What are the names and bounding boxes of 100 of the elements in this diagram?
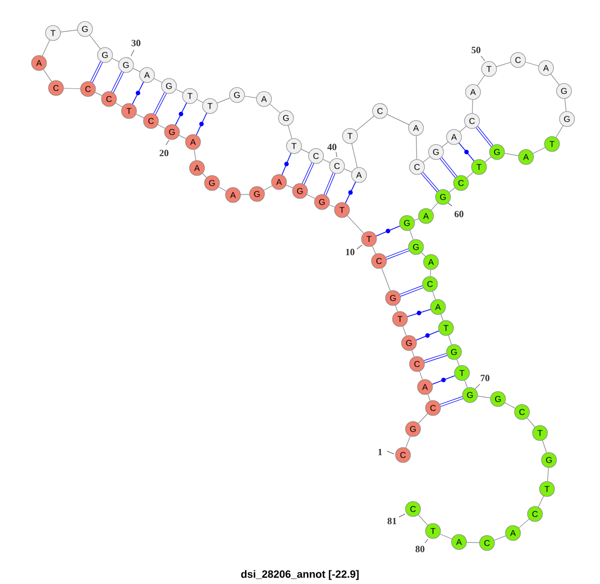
backbone-line [158, 124, 166, 129]
nucleotide: G [77, 21, 93, 37]
backbone-line [504, 153, 519, 156]
nucleotide: G [399, 215, 415, 231]
position-number: 81 [388, 514, 406, 524]
nucleotide: T [286, 138, 302, 154]
nucleotide: A [451, 534, 467, 550]
nucleotide: C [405, 501, 421, 517]
base-pair-line [175, 102, 187, 126]
backbone-line [63, 88, 81, 90]
base-pair-line [302, 162, 314, 185]
nucleotide: G [428, 144, 444, 160]
backbone-line [542, 440, 547, 453]
backbone-line [477, 396, 491, 398]
base-pair-line [440, 157, 458, 178]
nucleotide: G [164, 124, 180, 140]
nucleotide: A [271, 174, 287, 190]
backbone-line [427, 394, 431, 402]
nucleotide: A [505, 525, 521, 541]
backbone-line [176, 89, 184, 93]
nucleotide: G [541, 452, 557, 468]
nucleotide: A [465, 84, 481, 100]
backbone-line [448, 335, 452, 345]
base-pair-line [458, 142, 474, 162]
nucleotide: A [538, 60, 554, 76]
backbone-line [442, 142, 448, 148]
nucleotide: G [405, 421, 421, 437]
base-pair-line [196, 112, 208, 136]
position-number: 30 [130, 40, 140, 56]
backbone-line [416, 135, 418, 160]
backbone-line [538, 496, 544, 508]
backbone-line [432, 291, 436, 300]
nucleotide: T [121, 103, 137, 119]
backbone-line [244, 96, 257, 98]
nucleotide: G [292, 183, 308, 199]
nucleotide: C [308, 148, 324, 164]
nucleotide: C [101, 91, 117, 107]
backbone-line [42, 40, 50, 56]
nucleotide: G [229, 87, 245, 103]
caption: dsi_28206_annot [-22.9] [241, 570, 359, 580]
backbone-line [300, 148, 310, 154]
nucleotide: A [408, 120, 424, 136]
backbone-line [405, 436, 411, 448]
backbone-line [344, 168, 352, 172]
nucleotide: G [559, 111, 575, 127]
backbone-line [484, 156, 492, 162]
backbone-line [518, 518, 530, 528]
backbone-line [240, 194, 250, 195]
nucleotide: C [510, 52, 526, 68]
backbone-line [419, 371, 423, 380]
backbone-line [550, 74, 560, 86]
nucleotide: C [422, 276, 438, 292]
backbone-line [526, 418, 536, 428]
backbone-line [328, 204, 336, 208]
backbone-line [286, 184, 294, 188]
nucleotide: A [185, 134, 201, 150]
nucleotide: C [464, 113, 480, 129]
nucleotide: A [256, 91, 272, 107]
nucleotide: T [45, 25, 61, 41]
base-pair-line [90, 61, 103, 83]
nucleotide: C [329, 158, 345, 174]
backbone-line [351, 143, 358, 168]
nucleotide: G [556, 83, 572, 99]
backbone-line [496, 62, 511, 67]
nucleotide: G [249, 186, 265, 202]
nucleotide: C [80, 81, 96, 97]
backbone-line [466, 172, 474, 178]
nucleotide: G [401, 335, 417, 351]
backbone-line [504, 402, 516, 409]
nucleotide: A [430, 299, 446, 315]
backbone-line [136, 114, 144, 118]
backbone-line [460, 126, 467, 132]
nucleotide: G [314, 194, 330, 210]
nucleotide: T [539, 481, 555, 497]
backbone-line [395, 305, 398, 312]
nucleotide: G [161, 78, 177, 94]
nucleotide: G [204, 175, 220, 191]
backbone-line [132, 68, 140, 72]
backbone-line [418, 514, 428, 526]
nucleotide: C [48, 80, 64, 96]
backbone-line [409, 230, 414, 240]
nucleotide: T [438, 320, 454, 336]
nucleotide: T [425, 523, 441, 539]
backbone-line [414, 218, 420, 221]
nucleotide: G [408, 239, 424, 255]
nucleotide: G [462, 387, 478, 403]
nucleotide: G [118, 57, 134, 73]
base-pair-line [421, 172, 439, 192]
nucleotide: G [278, 110, 294, 126]
nucleotide: A [518, 149, 534, 165]
nucleotide: T [454, 365, 470, 381]
nucleotide: T [471, 159, 487, 175]
nucleotide: T [392, 311, 408, 327]
base-pair-line [376, 226, 400, 236]
nucleotide: G [385, 290, 401, 306]
base-pair-line [432, 375, 456, 385]
backbone-line [448, 187, 456, 193]
nucleotide: A [139, 67, 155, 83]
nucleotide: C [143, 113, 159, 129]
nucleotide: C [479, 535, 495, 551]
